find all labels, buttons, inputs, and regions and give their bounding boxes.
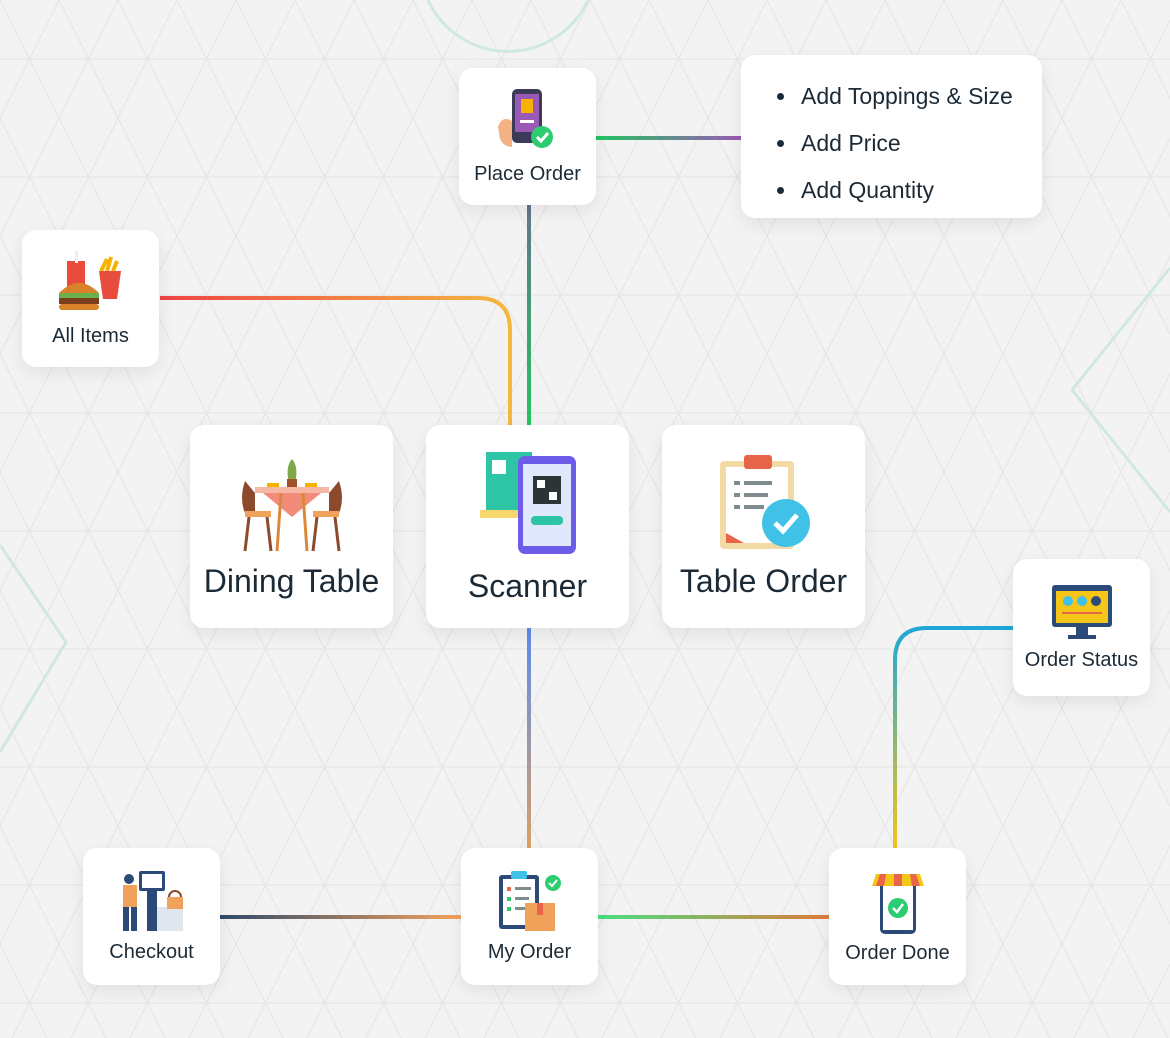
node-scanner[interactable]: Scanner xyxy=(426,425,629,628)
node-label: My Order xyxy=(487,941,572,963)
node-all-items[interactable]: All Items xyxy=(22,230,159,367)
detail-item: Add Toppings & Size xyxy=(777,73,1042,120)
place-order-details-card: Add Toppings & Size Add Price Add Quanti… xyxy=(741,55,1042,218)
phone-order-icon xyxy=(497,89,553,148)
dining-table-icon xyxy=(241,459,342,552)
node-checkout[interactable]: Checkout xyxy=(83,848,220,985)
node-dining-table[interactable]: Dining Table xyxy=(190,425,393,628)
node-place-order[interactable]: Place Order xyxy=(459,68,596,205)
node-label: All Items xyxy=(52,325,129,347)
node-label: Order Status xyxy=(1024,649,1139,671)
clipboard-check-icon xyxy=(719,455,810,549)
node-order-status[interactable]: Order Status xyxy=(1013,559,1150,696)
store-phone-check-icon xyxy=(871,874,924,934)
connector-order-done-order-status xyxy=(893,626,1013,848)
node-table-order[interactable]: Table Order xyxy=(662,425,865,628)
node-label: Checkout xyxy=(109,941,194,963)
qr-scanner-icon xyxy=(479,452,576,554)
monitor-status-icon xyxy=(1051,585,1112,639)
node-label: Dining Table xyxy=(203,563,380,599)
detail-item: Add Quantity xyxy=(777,167,1042,214)
connector-all-items-scanner xyxy=(160,296,512,425)
detail-item: Add Price xyxy=(777,120,1042,167)
order-list-icon xyxy=(498,871,561,931)
node-label: Order Done xyxy=(845,942,950,964)
node-label: Table Order xyxy=(679,563,848,599)
node-label: Place Order xyxy=(474,163,581,185)
fast-food-icon xyxy=(58,251,121,310)
node-my-order[interactable]: My Order xyxy=(461,848,598,985)
checkout-kiosk-icon xyxy=(122,871,183,931)
node-order-done[interactable]: Order Done xyxy=(829,848,966,985)
node-label: Scanner xyxy=(467,568,588,604)
